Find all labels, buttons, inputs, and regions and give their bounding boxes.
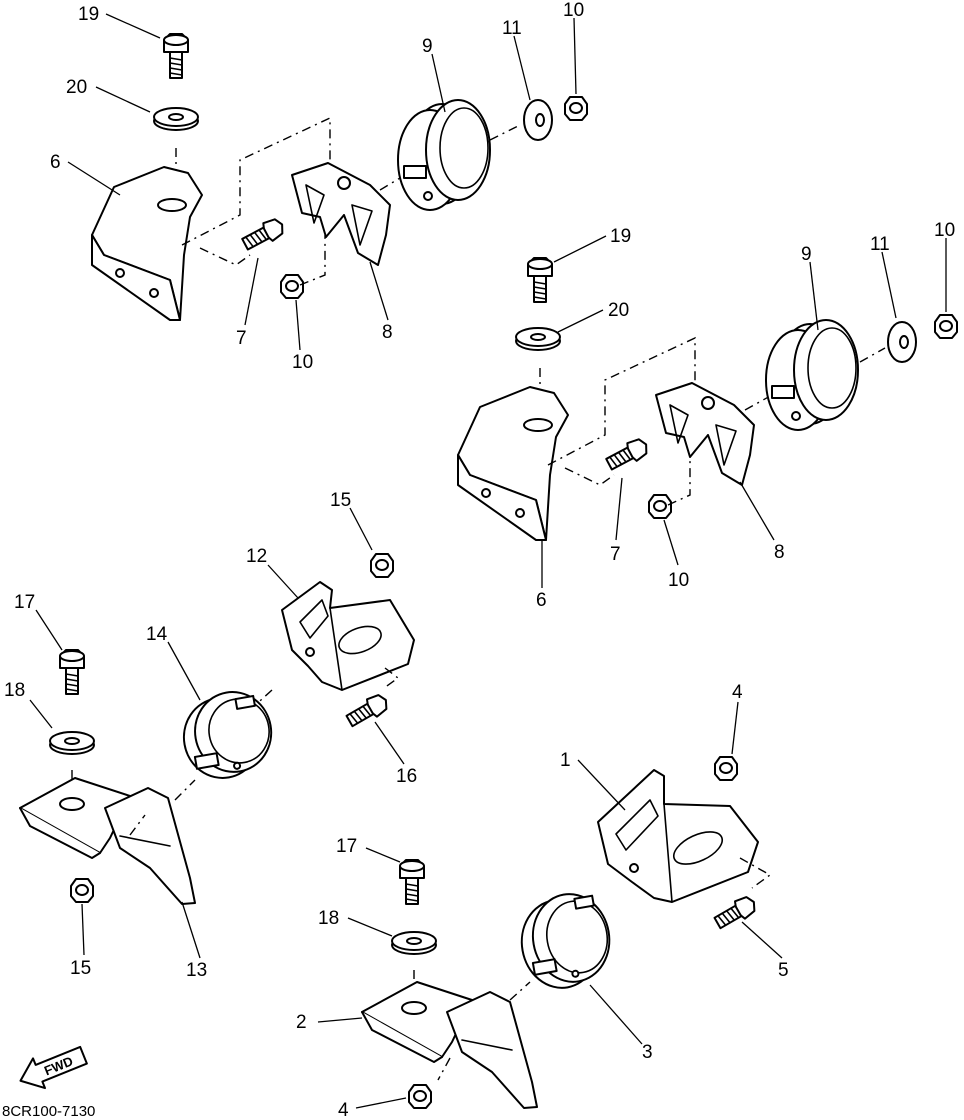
bracket-part-8: [291, 162, 391, 266]
callout-13: 13: [186, 960, 207, 981]
callout-17: 17: [14, 592, 35, 613]
callout-15: 15: [70, 958, 91, 979]
bolt-part-7: [603, 434, 652, 475]
callout-6: 6: [536, 590, 547, 611]
callout-labels: 19 20 6 9 11 10 7 10 8 19 20 9 11 10 7 1…: [4, 0, 955, 1120]
bracket-part-13: [19, 777, 196, 905]
callout-19: 19: [78, 4, 99, 25]
nut-part-15: [70, 878, 94, 903]
drawing-code: 8CR100-7130: [2, 1103, 95, 1120]
callout-10: 10: [292, 352, 313, 373]
callout-7: 7: [236, 328, 247, 349]
washer-part-18: [391, 931, 437, 955]
nut-part-10: [564, 96, 588, 121]
callout-7: 7: [610, 544, 621, 565]
bracket-part-6: [91, 166, 203, 321]
bolt-part-19: [527, 257, 553, 303]
bolt-part-5: [711, 892, 760, 933]
callout-15: 15: [330, 490, 351, 511]
callout-4: 4: [338, 1100, 349, 1120]
rubber-mount-part-9: [765, 319, 859, 431]
bolt-part-19: [163, 33, 189, 79]
lower-left-mount-assembly: [19, 553, 415, 905]
callout-2: 2: [296, 1012, 307, 1033]
callout-16: 16: [396, 766, 417, 787]
callout-3: 3: [642, 1042, 653, 1063]
rubber-mount-part-14: [182, 691, 273, 779]
nut-part-10: [648, 494, 672, 519]
bracket-part-6: [457, 386, 569, 541]
callout-6: 6: [50, 152, 61, 173]
callout-19: 19: [610, 226, 631, 247]
callout-11: 11: [502, 18, 522, 39]
upper-left-mount-assembly: [91, 33, 588, 321]
callout-9: 9: [422, 36, 433, 57]
washer-part-11: [887, 321, 917, 363]
callout-14: 14: [146, 624, 168, 645]
leader-lines: [29, 13, 947, 1109]
callout-11: 11: [870, 234, 890, 255]
bracket-part-2: [361, 981, 538, 1109]
nut-part-10: [280, 274, 304, 299]
callout-20: 20: [608, 300, 629, 321]
washer-part-20: [515, 327, 561, 351]
callout-4: 4: [732, 682, 743, 703]
bolt-part-17: [399, 859, 425, 905]
nut-part-15: [370, 553, 394, 578]
callout-20: 20: [66, 77, 87, 98]
callout-12: 12: [246, 546, 267, 567]
callout-1: 1: [560, 750, 571, 771]
bracket-part-12: [281, 581, 415, 691]
callout-9: 9: [801, 244, 812, 265]
washer-part-11: [523, 99, 553, 141]
callout-5: 5: [778, 960, 789, 981]
rubber-mount-part-9: [397, 99, 491, 211]
washer-part-20: [153, 107, 199, 131]
callout-17: 17: [336, 836, 357, 857]
washer-part-18: [49, 731, 95, 755]
rubber-mount-part-3: [520, 893, 611, 989]
nut-part-4: [714, 756, 738, 781]
callout-10: 10: [934, 220, 955, 241]
nut-part-10: [934, 314, 958, 339]
bolt-part-7: [239, 214, 288, 255]
lower-right-mount-assembly: [361, 756, 772, 1109]
callout-8: 8: [774, 542, 785, 563]
bracket-part-8: [655, 382, 755, 486]
callout-18: 18: [318, 908, 339, 929]
fwd-direction-arrow: FWD: [19, 1045, 88, 1090]
callout-8: 8: [382, 322, 393, 343]
bolt-part-17: [59, 649, 85, 695]
callout-10: 10: [563, 0, 584, 21]
callout-10: 10: [668, 570, 689, 591]
bracket-part-1: [597, 769, 759, 903]
callout-18: 18: [4, 680, 25, 701]
nut-part-4: [408, 1084, 432, 1109]
bolt-part-16: [343, 690, 392, 731]
middle-right-mount-assembly: [457, 257, 958, 541]
